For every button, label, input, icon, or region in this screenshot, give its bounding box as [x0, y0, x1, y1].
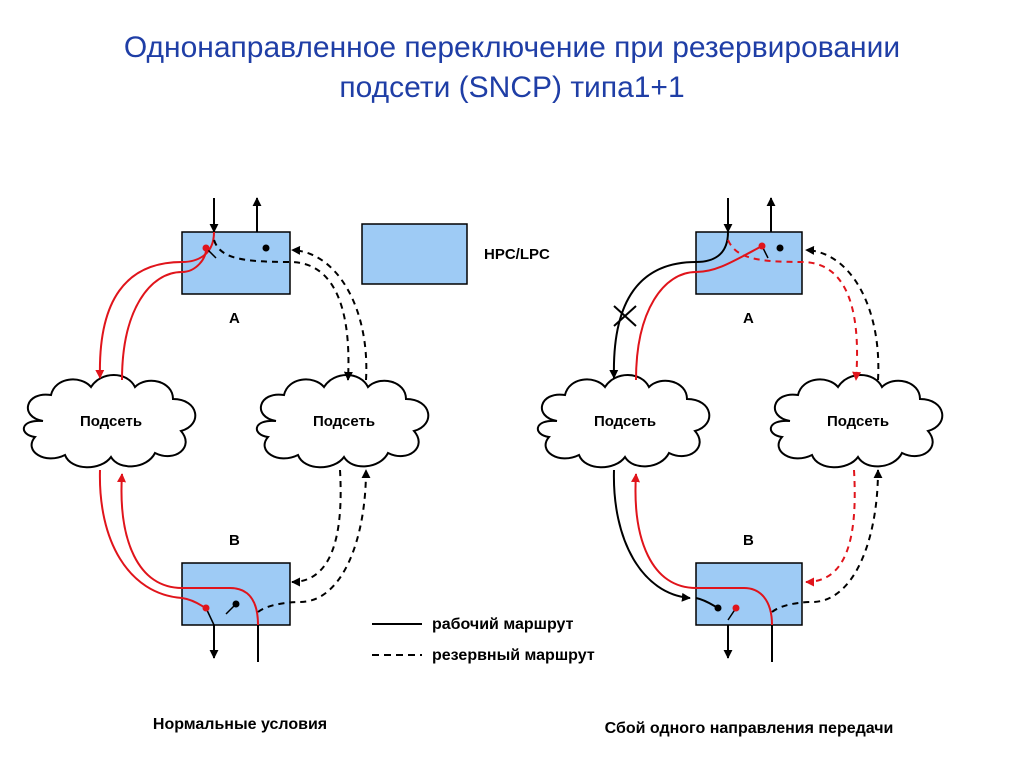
- subnet-cloud-left: Подсеть: [536, 374, 711, 469]
- caption-normal: Нормальные условия: [153, 716, 327, 733]
- subnet-label: Подсеть: [594, 413, 656, 430]
- normal-conditions-diagram: A B Подсеть Подсеть: [22, 197, 430, 662]
- node-b-box: [695, 562, 803, 626]
- backup-route-a-to-subnet: [213, 239, 353, 381]
- switch-a-working-contact: [758, 242, 766, 250]
- backup-route-b-to-subnet: [771, 469, 883, 613]
- title-line-2: подсети (SNCP) типа1+1: [339, 71, 685, 104]
- legend-working-label: рабочий маршрут: [432, 616, 574, 633]
- node-a-box: [695, 231, 803, 295]
- switch-b-working-contact: [714, 604, 722, 612]
- switch-b-backup-contact: [732, 604, 740, 612]
- switch-b-backup-contact: [232, 600, 240, 608]
- subnet-cloud-right: Подсеть: [769, 374, 944, 469]
- switch-b-working-contact: [202, 604, 210, 612]
- slide-title: Однонаправленное переключение при резерв…: [0, 28, 1024, 108]
- title-line-1: Однонаправленное переключение при резерв…: [123, 31, 901, 64]
- working-route-b-to-subnet: [117, 473, 259, 626]
- legend-backup-label: резервный маршрут: [432, 647, 595, 664]
- subnet-label: Подсеть: [827, 413, 889, 430]
- backup-route-subnet-to-a: [291, 245, 368, 381]
- caption-failure: Сбой одного направления передачи: [605, 720, 894, 737]
- node-a-label: A: [743, 310, 754, 327]
- switch-a-backup-contact: [262, 244, 270, 252]
- node-a-box: [181, 231, 291, 295]
- legend-box-hpc-lpc: [361, 223, 468, 285]
- subnet-cloud-left: Подсеть: [22, 374, 197, 469]
- working-route-subnet-to-a: [121, 247, 208, 381]
- backup-route-subnet-to-b: [805, 469, 856, 587]
- node-b-box: [181, 562, 291, 626]
- legend: HPC/LPC рабочий маршрут резервный маршру…: [361, 223, 595, 664]
- node-b-label: B: [229, 532, 240, 549]
- legend-box-label: HPC/LPC: [484, 246, 550, 263]
- failed-route-a-to-subnet: [609, 231, 729, 379]
- working-route-subnet-to-a: [635, 245, 763, 381]
- route-subnet-to-b: [612, 469, 691, 602]
- failure-diagram: A B Подсеть Подсеть: [536, 197, 944, 662]
- subnet-label: Подсеть: [80, 413, 142, 430]
- switch-a-working-contact: [202, 244, 210, 252]
- working-route-b-to-subnet: [631, 473, 773, 626]
- failure-mark-icon: [613, 305, 637, 327]
- switch-a-backup-contact: [776, 244, 784, 252]
- node-b-label: B: [743, 532, 754, 549]
- backup-route-subnet-to-b: [291, 469, 342, 587]
- backup-route-subnet-to-a: [805, 245, 880, 381]
- subnet-cloud-right: Подсеть: [255, 374, 430, 469]
- backup-route-b-to-subnet: [257, 469, 371, 613]
- subnet-label: Подсеть: [313, 413, 375, 430]
- working-route-subnet-to-b: [98, 469, 207, 609]
- node-a-label: A: [229, 310, 240, 327]
